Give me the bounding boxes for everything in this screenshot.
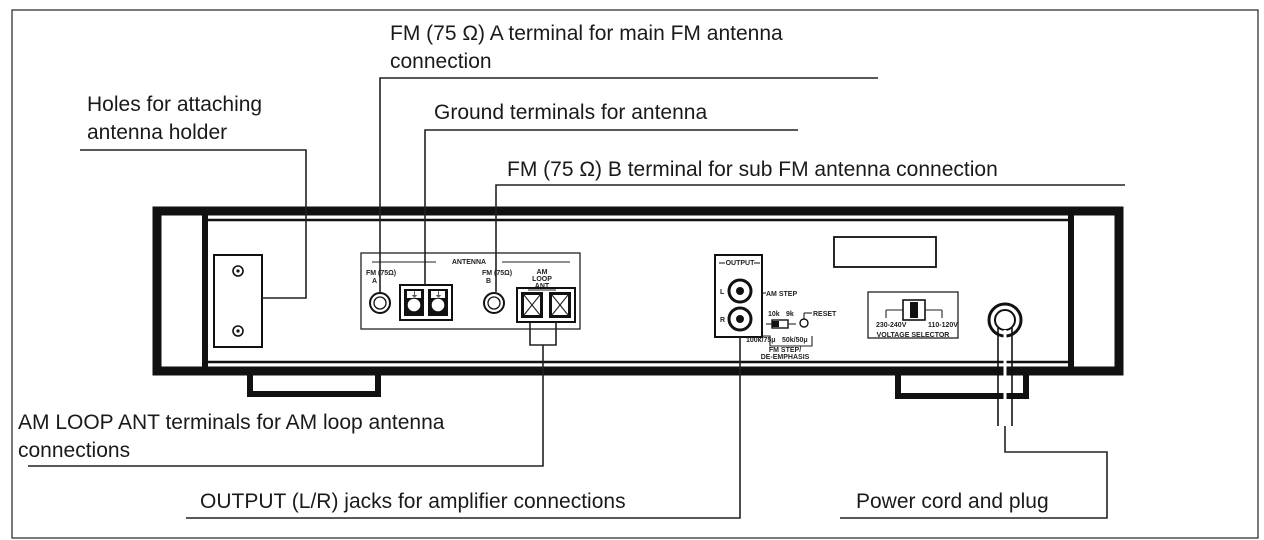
am-label: AM	[537, 269, 548, 276]
callout-fm-a: FM (75 Ω) A terminal for main FM antenna…	[390, 22, 783, 73]
fm-step-line2: DE-EMPHASIS	[761, 354, 810, 361]
output-r-jack	[727, 306, 753, 332]
output-r-label: R	[720, 317, 725, 324]
loop-label: LOOP	[532, 276, 552, 283]
fm-step-line1: FM STEP/	[769, 347, 801, 354]
svg-text:FM (75 Ω) A terminal for main: FM (75 Ω) A terminal for main FM antenna	[390, 22, 783, 45]
output-l-jack	[727, 278, 753, 304]
antenna-terminal-block: ANTENNA FM (75Ω) A FM (75Ω) B AM LOOP AN…	[360, 252, 581, 330]
svg-text:antenna holder: antenna holder	[87, 121, 227, 144]
fm-a-label: A	[372, 278, 377, 285]
svg-text:connections: connections	[18, 439, 130, 462]
tuner-rear-panel	[152, 206, 1124, 399]
voltage-selector-label: VOLTAGE SELECTOR	[877, 332, 950, 339]
antenna-holder-plate	[213, 254, 263, 348]
ground-symbol-right: ⏚	[435, 291, 442, 299]
rating-label-plate	[833, 236, 937, 268]
fm-step-50k-label: 50k/50μ	[782, 337, 808, 344]
callout-ground: Ground terminals for antenna	[434, 101, 707, 124]
svg-text:Ground terminals for antenna: Ground terminals for antenna	[434, 101, 707, 124]
fm-b-terminal	[483, 292, 505, 314]
voltage-selector: 230-240V 110-120V VOLTAGE SELECTOR	[867, 291, 959, 339]
output-block: OUTPUT L R AM STEP 10k 9k RESET 100k/75μ…	[714, 254, 837, 361]
voltage-230-label: 230-240V	[876, 322, 907, 329]
svg-text:FM (75 Ω) B terminal for sub F: FM (75 Ω) B terminal for sub FM antenna …	[507, 158, 998, 181]
output-l-label: L	[720, 289, 725, 296]
callout-output: OUTPUT (L/R) jacks for amplifier connect…	[200, 490, 626, 513]
ground-terminals: ⏚ ⏚	[399, 284, 453, 321]
svg-text:AM LOOP ANT terminals for AM l: AM LOOP ANT terminals for AM loop antenn…	[18, 411, 445, 434]
svg-text:Power cord and plug: Power cord and plug	[856, 490, 1049, 513]
power-cord	[987, 302, 1023, 426]
antenna-label: ANTENNA	[452, 259, 486, 266]
reset-label: RESET	[813, 311, 837, 318]
callout-fm-b: FM (75 Ω) B terminal for sub FM antenna …	[507, 158, 998, 181]
am-step-9k-label: 9k	[786, 311, 794, 318]
callout-am-loop: AM LOOP ANT terminals for AM loop antenn…	[18, 411, 445, 462]
voltage-110-label: 110-120V	[928, 322, 958, 329]
fm75-left-label: FM (75Ω)	[366, 270, 396, 277]
fm-a-terminal	[369, 292, 391, 314]
outer-frame	[11, 9, 1259, 539]
am-loop-terminals	[516, 287, 576, 323]
holder-hole-bottom	[232, 325, 244, 337]
leader-lines	[28, 77, 1125, 519]
reset-button	[799, 318, 809, 328]
ant-label: ANT	[535, 283, 550, 290]
fm-b-label: B	[486, 278, 491, 285]
am-step-label: AM STEP	[766, 291, 797, 298]
callout-holes: Holes for attaching antenna holder	[87, 93, 262, 144]
svg-text:Holes for attaching: Holes for attaching	[87, 93, 262, 116]
am-step-10k-label: 10k	[768, 311, 780, 318]
svg-text:OUTPUT (L/R) jacks for amplifi: OUTPUT (L/R) jacks for amplifier connect…	[200, 490, 626, 513]
output-label: OUTPUT	[726, 260, 756, 267]
callout-power: Power cord and plug	[856, 490, 1049, 513]
fm75-right-label: FM (75Ω)	[482, 270, 512, 277]
svg-text:connection: connection	[390, 50, 492, 73]
ground-symbol-left: ⏚	[411, 291, 418, 299]
holder-hole-top	[232, 265, 244, 277]
fm-step-100k-label: 100k/75μ	[746, 337, 776, 344]
